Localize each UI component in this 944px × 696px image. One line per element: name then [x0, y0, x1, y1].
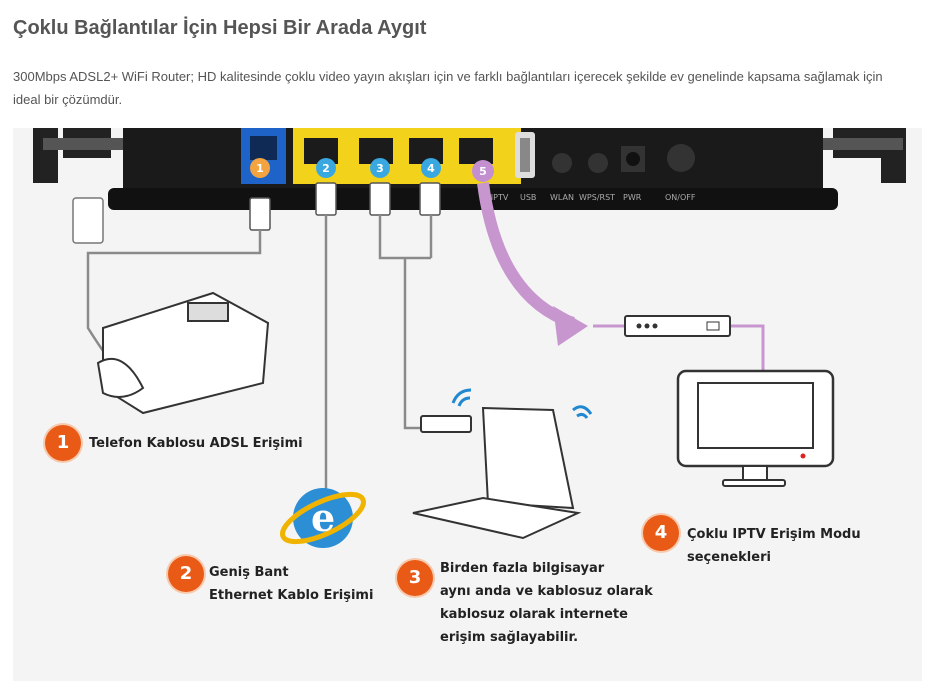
feature-2-line-1: Geniş Bant — [209, 565, 289, 580]
connection-diagram: 4/IPTV USB WLAN WPS/RST PWR ON/OFF 1 2 3… — [13, 128, 922, 681]
feature-4-caption: Çoklu IPTV Erişim Modu seçenekleri — [687, 523, 861, 569]
feature-2-caption: Geniş Bant Ethernet Kablo Erişimi — [209, 561, 373, 607]
port-label-iptv: 4/IPTV — [483, 193, 509, 202]
port-number-5: 5 — [479, 165, 487, 178]
feature-1-line-1: Telefon Kablosu ADSL Erişimi — [89, 436, 303, 451]
router-back-panel: 4/IPTV USB WLAN WPS/RST PWR ON/OFF 1 2 3… — [33, 128, 906, 210]
svg-text:e: e — [311, 495, 335, 540]
diagram-graphic: 4/IPTV USB WLAN WPS/RST PWR ON/OFF 1 2 3… — [33, 128, 906, 548]
telephone-icon — [96, 291, 270, 415]
feature-1-caption: Telefon Kablosu ADSL Erişimi — [89, 432, 303, 455]
feature-1-badge: 1 — [45, 425, 81, 461]
feature-3-line-3: kablosuz olarak internete — [440, 607, 628, 622]
wifi-icon — [451, 388, 593, 419]
feature-3-line-2: aynı anda ve kablosuz olarak — [440, 584, 653, 599]
port-number-4: 4 — [427, 162, 435, 175]
port-label-onoff: ON/OFF — [665, 193, 696, 202]
feature-4-line-1: Çoklu IPTV Erişim Modu — [687, 527, 861, 542]
internet-explorer-icon: e — [280, 488, 366, 548]
port-label-wlan: WLAN — [550, 193, 574, 202]
page-title: Çoklu Bağlantılar İçin Hepsi Bir Arada A… — [13, 17, 427, 39]
feature-4-badge: 4 — [643, 515, 679, 551]
laptop-icon — [412, 406, 582, 540]
feature-2-badge: 2 — [168, 556, 204, 592]
port-label-pwr: PWR — [623, 193, 642, 202]
feature-3-line-4: erişim sağlayabilir. — [440, 630, 579, 645]
page-description: 300Mbps ADSL2+ WiFi Router; HD kalitesin… — [13, 69, 883, 107]
wall-jack — [72, 197, 104, 244]
feature-3-badge: 3 — [397, 560, 433, 596]
feature-3-caption: Birden fazla bilgisayar aynı anda ve kab… — [440, 557, 653, 649]
port-number-1: 1 — [256, 162, 264, 175]
feature-4-line-2: seçenekleri — [687, 550, 771, 565]
port-number-2: 2 — [322, 162, 330, 175]
left-antenna — [33, 128, 123, 183]
feature-3-line-1: Birden fazla bilgisayar — [440, 561, 605, 576]
port-label-wps: WPS/RST — [579, 193, 615, 202]
feature-2-line-2: Ethernet Kablo Erişimi — [209, 588, 374, 603]
right-antenna — [823, 128, 906, 183]
tv-monitor-icon — [676, 369, 835, 487]
rj45-plug-icon — [249, 182, 441, 231]
port-label-usb: USB — [520, 193, 536, 202]
port-number-3: 3 — [376, 162, 384, 175]
ethernet-cable-3 — [378, 215, 433, 430]
set-top-box-icon — [624, 315, 731, 337]
